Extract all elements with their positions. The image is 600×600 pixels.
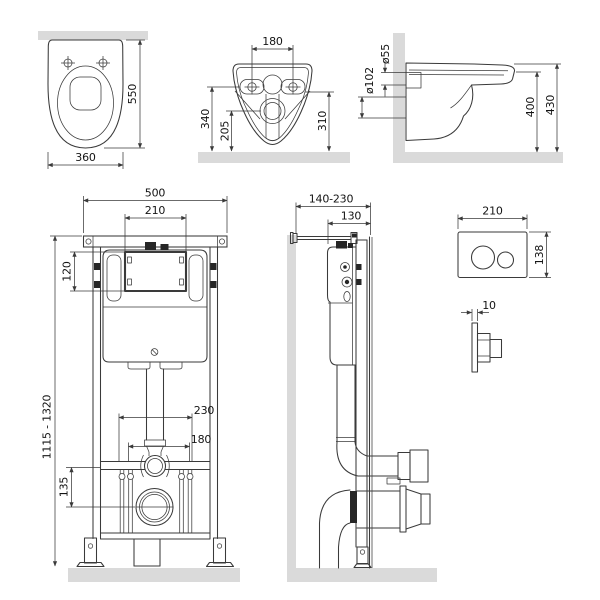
toilet-side-outline	[405, 62, 516, 142]
flush-plate-view: 210 138 10	[457, 205, 551, 373]
flush-button-small	[496, 251, 515, 269]
stud-hole	[127, 473, 134, 480]
toilet-bowl-outline	[47, 39, 124, 149]
frame-leg-right	[212, 537, 227, 564]
drain-elbow	[318, 489, 351, 569]
outlet-connector	[366, 449, 429, 485]
wall-section	[287, 235, 296, 568]
stud-hole	[178, 473, 185, 480]
fixing-hole-left	[244, 79, 260, 95]
frame-leg-left	[83, 537, 98, 564]
outlet-port-inner	[263, 102, 282, 120]
dim-wall-offset: 140-230	[309, 193, 354, 206]
dim-frame-depth: 130	[341, 210, 362, 223]
inspection-window	[123, 250, 188, 293]
foot-plate-right	[205, 561, 235, 568]
cistern-wing-left	[106, 254, 122, 302]
stud-hole	[186, 473, 194, 480]
dim-toilet-depth: 550	[126, 84, 139, 105]
seat-bolt-left	[61, 56, 75, 70]
toilet-opening	[69, 76, 102, 111]
dim-stud-spacing-outer: 230	[194, 404, 215, 417]
fixing-hole-right	[285, 79, 301, 95]
cistern-screw	[150, 348, 159, 356]
dim-outlet-height: 205	[219, 121, 232, 142]
drain-pipe	[133, 538, 161, 567]
dim-overall-height: 430	[544, 95, 557, 116]
toilet-rear-inner	[236, 67, 309, 142]
stud-hole	[118, 473, 126, 480]
toilet-rim-inner	[57, 65, 114, 141]
cistern-side-profile	[326, 246, 357, 366]
wall-section	[393, 33, 405, 153]
dim-inlet-diameter: ø55	[379, 44, 392, 64]
dim-stud-spacing-inner: 180	[191, 433, 212, 446]
wall-section	[38, 31, 148, 40]
service-knob	[160, 244, 169, 250]
flush-plate-side-view: 10	[461, 299, 503, 373]
toilet-rear-view: 180 340 205 310	[198, 35, 350, 163]
dim-bolt-spacing: 180	[262, 35, 283, 48]
cistern-wing-right	[188, 254, 204, 302]
flush-pipe-side	[336, 364, 368, 477]
inlet-port	[262, 74, 283, 95]
dim-toilet-width: 360	[75, 151, 96, 164]
dim-rear-left-height: 340	[199, 109, 212, 130]
dim-opening-width: 210	[145, 204, 166, 217]
dim-drain-offset: 135	[58, 477, 71, 498]
bowl-inner-curve	[450, 84, 472, 109]
valve-side	[336, 241, 347, 249]
dim-plate-height: 138	[533, 245, 546, 266]
dim-frame-width: 500	[145, 187, 166, 200]
toilet-side-view: ø55 ø102 400 430	[358, 33, 563, 163]
dim-opening-height: 120	[61, 261, 74, 282]
floor-section	[68, 568, 240, 582]
inlet-spigot	[406, 72, 422, 89]
dim-plate-thickness: 10	[482, 299, 496, 312]
wall-support-rod	[289, 231, 358, 245]
flush-elbow	[140, 454, 170, 478]
dim-plate-width: 210	[482, 205, 503, 218]
dim-outlet-diameter: ø102	[363, 67, 376, 94]
flush-plate	[457, 231, 528, 279]
seat-bolt-right	[96, 56, 110, 70]
toilet-top-view: 550 360	[38, 31, 148, 169]
filling-valve-knob	[145, 242, 156, 250]
dim-rear-right-height: 310	[316, 111, 329, 132]
frame-side-view: 140-230 130	[287, 193, 437, 582]
drain-socket	[135, 487, 174, 527]
foot-plate-left	[76, 561, 105, 568]
frame-front-view: 500 210 120 1115 - 1320 230 180 135	[41, 187, 240, 582]
toilet-rear-outline	[232, 63, 313, 146]
flush-button-large	[470, 245, 496, 270]
floor-section	[287, 568, 437, 582]
floor-section	[198, 152, 350, 163]
cistern-upper	[102, 249, 208, 304]
floor-section	[393, 152, 563, 163]
dim-frame-height-range: 1115 - 1320	[41, 394, 54, 459]
flush-pipe	[144, 368, 166, 456]
drain-connector	[350, 485, 431, 533]
dim-rim-height: 400	[524, 97, 537, 118]
cistern-lower	[102, 302, 208, 363]
